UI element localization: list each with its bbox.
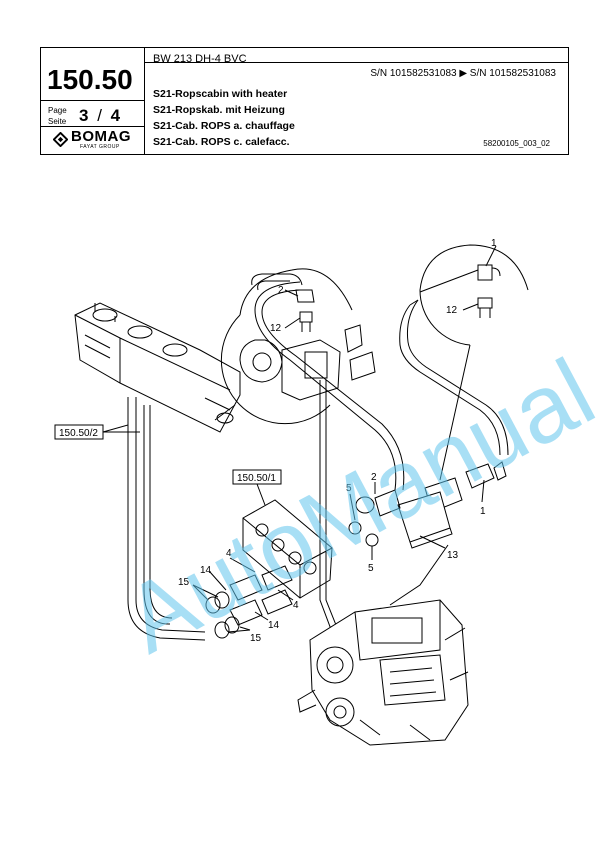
row-divider — [144, 62, 568, 63]
bulkhead-plate — [242, 499, 333, 599]
callout-15: 15 — [250, 633, 262, 644]
reference-label: 150.50/2 — [59, 428, 98, 439]
title-es: S21-Cab. ROPS c. calefacc. — [153, 136, 290, 148]
callout-14: 14 — [268, 620, 280, 631]
callout-1: 1 — [491, 238, 497, 249]
ref-150-50-1 — [232, 469, 282, 506]
page-indicator: 3 / 4 — [79, 106, 121, 125]
leader-lines — [192, 245, 497, 633]
callout-2: 2 — [371, 472, 377, 483]
serial-range: S/N 101582531083 ▶ S/N 101582531083 — [370, 68, 556, 79]
section-number: 150.50 — [47, 64, 133, 95]
brand-subtitle: FAYAT GROUP — [80, 144, 120, 150]
right-detail-circle — [419, 244, 529, 346]
callout-15: 15 — [178, 577, 190, 588]
hose-right — [399, 299, 509, 456]
title-block-divider — [144, 48, 145, 154]
row-divider — [41, 100, 144, 101]
document-id: 58200105_003_02 — [483, 139, 550, 148]
fittings-cluster — [205, 565, 293, 639]
callout-12: 12 — [446, 305, 458, 316]
title-de: S21-Ropskab. mit Heizung — [153, 104, 285, 116]
heater-unit — [74, 302, 241, 433]
callout-1: 1 — [480, 506, 486, 517]
callout-5: 5 — [368, 563, 374, 574]
title-list: S21-Ropscabin with heater S21-Ropskab. m… — [153, 86, 295, 150]
page-label: Page Seite — [48, 106, 67, 126]
hose-left — [254, 281, 405, 491]
callout-13: 13 — [447, 550, 459, 561]
title-fr: S21-Cab. ROPS a. chauffage — [153, 120, 295, 132]
title-en: S21-Ropscabin with heater — [153, 88, 288, 100]
callout-5: 5 — [346, 483, 352, 494]
model-name: BW 213 DH-4 BVC — [153, 53, 247, 65]
callout-4: 4 — [293, 600, 299, 611]
callout-14: 14 — [200, 565, 212, 576]
callout-2: 2 — [278, 285, 284, 296]
engine — [297, 599, 469, 746]
bomag-logo-icon — [53, 132, 68, 147]
callout-numbers: 1 12 2 12 5 2 1 13 5 4 14 15 4 14 15 150… — [59, 238, 497, 644]
title-block: 150.50 Page Seite 3 / 4 BOMAG FAYAT GROU… — [40, 47, 569, 155]
heater-valve — [348, 461, 507, 549]
heater-hoses — [127, 397, 206, 641]
exploded-parts-drawing: 1 12 2 12 5 2 1 13 5 4 14 15 4 14 15 150… — [54, 238, 611, 746]
reference-label: 150.50/1 — [237, 473, 276, 484]
row-divider — [41, 126, 144, 127]
ref-150-50-2 — [54, 424, 140, 440]
callout-12: 12 — [270, 323, 282, 334]
callout-4: 4 — [226, 548, 232, 559]
brand-name: BOMAG — [71, 128, 131, 145]
